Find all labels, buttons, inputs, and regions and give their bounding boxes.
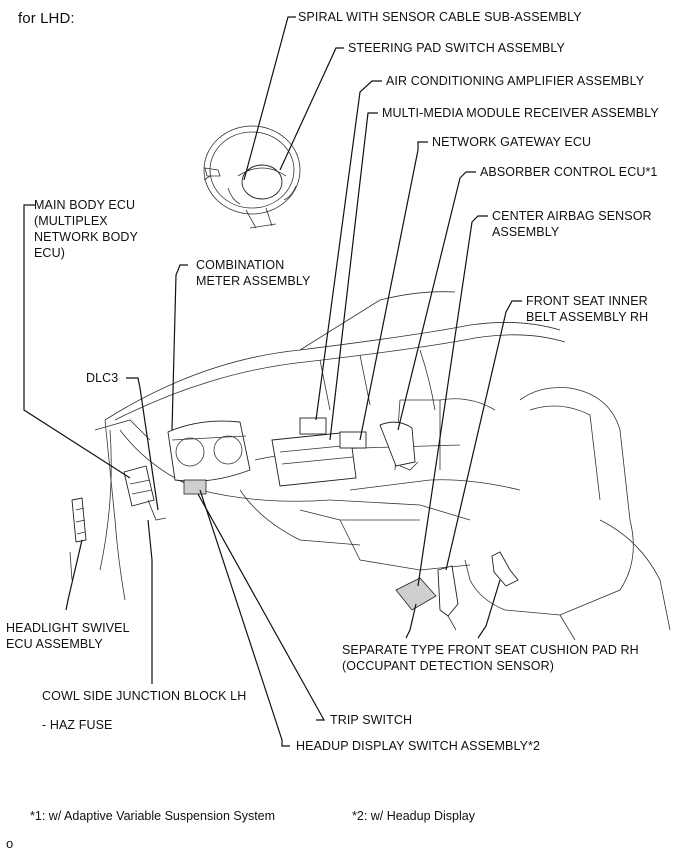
footnote-1: *1: w/ Adaptive Variable Suspension Syst… bbox=[30, 809, 276, 823]
label-headup-display-switch: HEADUP DISPLAY SWITCH ASSEMBLY*2 bbox=[296, 739, 541, 753]
label-headlight-swivel-line1: HEADLIGHT SWIVEL bbox=[6, 621, 130, 635]
label-haz-fuse: - HAZ FUSE bbox=[42, 718, 113, 732]
label-front-seat-belt-line1: FRONT SEAT INNER bbox=[526, 294, 648, 308]
label-main-body-ecu-line1: MAIN BODY ECU bbox=[34, 198, 136, 212]
label-separate-type-line2: (OCCUPANT DETECTION SENSOR) bbox=[342, 659, 554, 673]
label-front-seat-belt-line2: BELT ASSEMBLY RH bbox=[526, 310, 649, 324]
label-center-airbag-line2: ASSEMBLY bbox=[492, 225, 560, 239]
label-center-airbag-line1: CENTER AIRBAG SENSOR bbox=[492, 209, 652, 223]
label-absorber-control: ABSORBER CONTROL ECU*1 bbox=[480, 165, 658, 179]
main-body-ecu-illustration bbox=[123, 465, 167, 521]
trip-switch-illustration bbox=[183, 479, 207, 495]
variant-title: for LHD: bbox=[18, 10, 75, 27]
footnote-2: *2: w/ Headup Display bbox=[352, 809, 475, 823]
label-combination-meter-line1: COMBINATION bbox=[196, 258, 285, 272]
combination-meter-illustration bbox=[167, 420, 251, 482]
label-main-body-ecu-line2: (MULTIPLEX bbox=[34, 214, 108, 228]
label-spiral-cable: SPIRAL WITH SENSOR CABLE SUB-ASSEMBLY bbox=[298, 10, 582, 24]
label-dlc3: DLC3 bbox=[86, 371, 119, 385]
label-air-conditioning-amplifier: AIR CONDITIONING AMPLIFIER ASSEMBLY bbox=[386, 74, 645, 88]
leader-lines bbox=[23, 16, 522, 747]
label-main-body-ecu-line3: NETWORK BODY bbox=[34, 230, 138, 244]
label-cowl-junction-block: COWL SIDE JUNCTION BLOCK LH bbox=[42, 689, 247, 703]
label-network-gateway: NETWORK GATEWAY ECU bbox=[432, 135, 592, 149]
label-multimedia-receiver: MULTI-MEDIA MODULE RECEIVER ASSEMBLY bbox=[382, 106, 659, 120]
seat-parts-illustration bbox=[395, 551, 519, 631]
headlight-swivel-ecu-illustration bbox=[69, 497, 87, 581]
label-combination-meter-line2: METER ASSEMBLY bbox=[196, 274, 311, 288]
label-trip-switch: TRIP SWITCH bbox=[330, 713, 413, 727]
figure-code: o bbox=[6, 836, 14, 851]
label-headlight-swivel-line2: ECU ASSEMBLY bbox=[6, 637, 103, 651]
label-separate-type-line1: SEPARATE TYPE FRONT SEAT CUSHION PAD RH bbox=[342, 643, 639, 657]
label-main-body-ecu-line4: ECU) bbox=[34, 246, 65, 260]
steering-wheel-illustration bbox=[203, 125, 301, 229]
center-modules-illustration bbox=[271, 417, 419, 487]
label-steering-pad-switch: STEERING PAD SWITCH ASSEMBLY bbox=[348, 41, 565, 55]
